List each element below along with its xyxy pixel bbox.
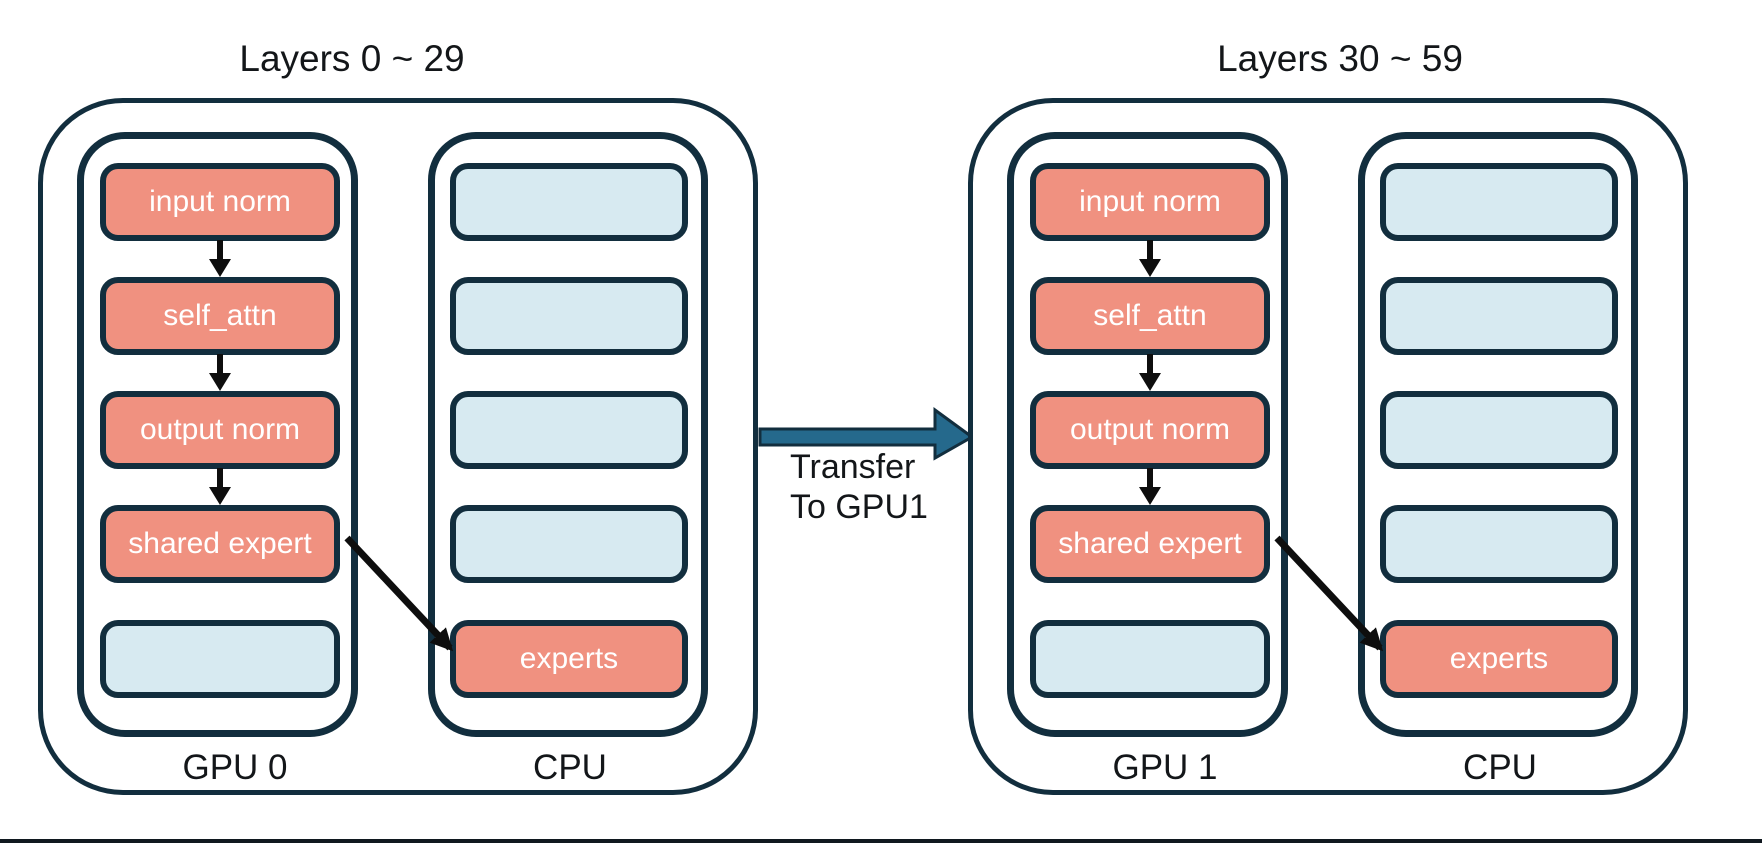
arrow-self-attn-to-output-norm-icon — [1139, 354, 1161, 391]
node-input-norm: input norm — [1030, 163, 1270, 241]
node-empty — [1030, 620, 1270, 698]
node-experts: experts — [450, 620, 688, 698]
node-empty — [1380, 391, 1618, 469]
node-empty — [1380, 505, 1618, 583]
node-empty — [450, 163, 688, 241]
cpu-label: CPU — [1463, 748, 1537, 787]
arrow-self-attn-to-output-norm-icon — [209, 354, 231, 391]
transfer-label: Transfer To GPU1 — [790, 447, 928, 527]
gpu1-label: GPU 1 — [1112, 748, 1218, 787]
node-output-norm: output norm — [100, 391, 340, 469]
node-output-norm: output norm — [1030, 391, 1270, 469]
node-input-norm: input norm — [100, 163, 340, 241]
node-empty — [450, 277, 688, 355]
gpu0-label: GPU 0 — [182, 748, 288, 787]
node-experts: experts — [1380, 620, 1618, 698]
cpu-label: CPU — [533, 748, 607, 787]
group-title: Layers 30 ~ 59 — [1217, 38, 1463, 79]
group-title: Layers 0 ~ 29 — [239, 38, 465, 79]
node-self-attn: self_attn — [100, 277, 340, 355]
arrow-output-norm-to-shared-expert-icon — [1139, 468, 1161, 505]
arrow-output-norm-to-shared-expert-icon — [209, 468, 231, 505]
layer-group-30-59: Layers 30 ~ 59 input norm self_attn outp… — [968, 0, 1688, 850]
arrow-shared-expert-to-experts-icon — [344, 535, 454, 652]
node-empty — [450, 505, 688, 583]
transfer-label-line1: Transfer — [790, 448, 916, 486]
transfer-label-line2: To GPU1 — [790, 488, 928, 526]
node-self-attn: self_attn — [1030, 277, 1270, 355]
arrow-input-norm-to-self-attn-icon — [209, 240, 231, 277]
node-empty — [1380, 163, 1618, 241]
node-empty — [100, 620, 340, 698]
transfer-arrow-icon — [758, 407, 975, 461]
node-shared-expert: shared expert — [1030, 505, 1270, 583]
arrow-input-norm-to-self-attn-icon — [1139, 240, 1161, 277]
arrow-shared-expert-to-experts-icon — [1274, 535, 1384, 652]
node-shared-expert: shared expert — [100, 505, 340, 583]
slide-bottom-border — [0, 839, 1762, 843]
layer-group-0-29: Layers 0 ~ 29 input norm self_attn outpu… — [38, 0, 758, 850]
node-empty — [450, 391, 688, 469]
node-empty — [1380, 277, 1618, 355]
